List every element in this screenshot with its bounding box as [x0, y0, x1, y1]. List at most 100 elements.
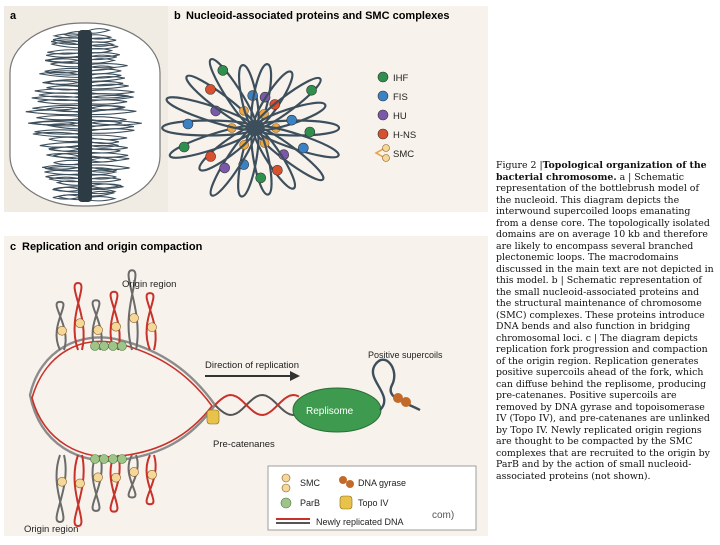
parb-marker [90, 454, 100, 464]
legend-item-label: SMC [393, 149, 414, 160]
supercoiled-loop [84, 63, 128, 69]
supercoiled-loop [84, 128, 135, 134]
smc-marker [75, 318, 85, 329]
supercoiled-loop [46, 80, 86, 86]
plectonemic-loop [252, 70, 294, 130]
protein-marker [219, 162, 230, 174]
supercoiled-loop [47, 123, 86, 130]
figure-caption: Figure 2 |Topological organization of th… [496, 160, 714, 482]
supercoiled-loop [36, 114, 86, 121]
legend-item-label: HU [393, 111, 407, 122]
supercoiled-loop [51, 42, 86, 49]
caption-body: a | Schematic representation of the bott… [496, 171, 714, 482]
origin-region-top-label: Origin region [122, 279, 176, 290]
supercoiled-loop [52, 37, 86, 43]
parb-marker [108, 341, 118, 351]
watermark-text: com) [432, 510, 455, 521]
supercoiled-duplex [214, 393, 300, 417]
smc-marker [147, 469, 157, 480]
parb-marker [108, 454, 118, 464]
dna-gyrase-legend-icon [346, 480, 354, 488]
supercoiled-loop [34, 129, 86, 135]
supercoiled-loop [84, 109, 137, 116]
supercoiled-loop [52, 186, 86, 192]
smc-marker [93, 472, 103, 483]
origin-region-bottom-label: Origin region [24, 524, 78, 535]
caption-title: Topological organization of the bacteria… [496, 160, 707, 183]
legend-new-dna-label: Newly replicated DNA [316, 517, 404, 527]
supercoiled-loop [53, 186, 86, 193]
legend-item-label: FIS [393, 92, 408, 103]
smc-head-icon [382, 144, 390, 152]
panel-a-letter: a [10, 10, 17, 22]
parb-marker [90, 341, 100, 351]
supercoiled-loop [46, 52, 86, 58]
supercoiled-loop [42, 164, 86, 170]
hu-icon [377, 109, 389, 121]
hns-icon [377, 128, 389, 140]
protein-marker [286, 114, 298, 126]
bottlebrush-nucleoid [25, 28, 142, 202]
supercoiled-loop [84, 156, 130, 164]
legend-parb-label: ParB [300, 498, 320, 508]
legend-dna-gyrase-label: DNA gyrase [358, 478, 406, 488]
supercoiled-loop [52, 193, 86, 200]
plectonemic-loop [253, 101, 327, 132]
panel-b-letter: b [174, 10, 181, 22]
panel-b-loops [161, 58, 341, 198]
supercoiled-loop [84, 177, 122, 183]
parb-legend-icon [280, 497, 292, 509]
panel-c-title: Replication and origin compaction [22, 241, 203, 253]
supercoiled-loop [48, 136, 86, 143]
fis-icon [377, 90, 389, 102]
panel-c-legend-icons [276, 473, 354, 524]
supercoiled-loop [31, 120, 86, 127]
precatenanes-label: Pre-catenanes [213, 439, 275, 450]
positive-supercoils-label: Positive supercoils [368, 350, 443, 360]
smc-head-icon [382, 154, 390, 162]
topo-iv-legend-icon [339, 495, 353, 510]
supercoiled-loop [37, 99, 86, 105]
smc-marker [93, 325, 103, 335]
supercoiled-loop [84, 183, 122, 190]
dna-gyrase-marker [401, 397, 411, 407]
supercoiled-loop [84, 152, 129, 158]
plectonemic-loop [253, 76, 322, 130]
smc-marker [129, 313, 139, 323]
protein-marker [205, 84, 216, 95]
smc-marker [57, 325, 67, 336]
protein-marker [306, 84, 317, 96]
panel-b-title: Nucleoid-associated proteins and SMC com… [186, 10, 449, 22]
supercoiled-loop [84, 28, 111, 34]
direction-arrow-head [290, 371, 300, 381]
dna-gyrase-marker [393, 393, 403, 403]
supercoiled-loop [84, 75, 125, 82]
supercoiled-loop [53, 152, 86, 159]
protein-marker [255, 172, 266, 184]
supercoiled-loop [25, 109, 86, 116]
protein-marker [182, 118, 194, 130]
protein-marker [178, 141, 190, 153]
legend-smc-label: SMC [300, 478, 321, 488]
protein-marker [298, 142, 309, 154]
panel-c-letter: c [10, 241, 16, 253]
supercoiled-loop [84, 142, 119, 148]
supercoiled-loop [45, 174, 86, 180]
panel-c-diagram [28, 269, 421, 527]
supercoiled-loop [44, 67, 86, 74]
supercoiled-loop [84, 164, 130, 171]
supercoiled-loop [84, 167, 117, 173]
dna-gyrase-legend-icon [339, 476, 347, 484]
dense-core [78, 30, 92, 202]
smc-marker [57, 476, 67, 487]
supercoiled-loop [50, 61, 86, 68]
supercoiled-loop [48, 146, 86, 153]
supercoiled-loop [84, 188, 117, 195]
supercoiled-loop [32, 104, 86, 111]
supercoiled-loop [46, 152, 86, 160]
plectonemic-loop [198, 126, 257, 172]
supercoiled-loop [84, 144, 128, 151]
supercoiled-loop [84, 51, 120, 58]
supercoiled-duplex [214, 393, 300, 417]
